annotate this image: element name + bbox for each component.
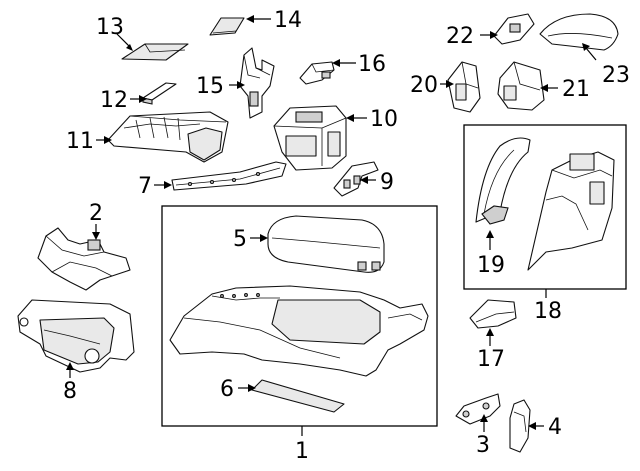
callout-23: 23 <box>602 63 630 88</box>
rear-panel-assembly-frame <box>463 124 627 290</box>
callout-10: 10 <box>370 107 398 132</box>
callout-3: 3 <box>476 433 490 458</box>
callout-22: 22 <box>446 24 474 49</box>
part-23-cover <box>539 13 619 51</box>
part-19-clip <box>481 205 509 225</box>
part-10-module <box>273 105 347 171</box>
callout-2: 2 <box>89 201 103 226</box>
callout-20: 20 <box>410 73 438 98</box>
callout-13: 13 <box>96 15 124 40</box>
callout-19: 19 <box>477 253 505 278</box>
part-5-armrest-lid <box>267 215 385 273</box>
part-17-bracket <box>469 299 517 329</box>
part-13-pad <box>121 43 189 61</box>
callout-17: 17 <box>477 347 505 372</box>
part-14-cover <box>209 17 245 36</box>
part-9-clip <box>333 161 379 197</box>
part-16-clip <box>299 61 335 85</box>
part-3-clip <box>455 393 501 425</box>
callout-15: 15 <box>196 74 224 99</box>
part-22-switch <box>493 13 535 45</box>
part-18-trim-piece <box>475 137 531 223</box>
callout-21: 21 <box>562 77 590 102</box>
callout-14: 14 <box>274 8 302 33</box>
part-11-tray <box>107 111 229 163</box>
callout-18: 18 <box>534 299 562 324</box>
callout-5: 5 <box>233 227 247 252</box>
callout-7: 7 <box>138 174 152 199</box>
leader-lines <box>66 15 597 436</box>
callout-9: 9 <box>380 170 394 195</box>
part-4-bracket <box>509 399 531 453</box>
callout-4: 4 <box>548 415 562 440</box>
part-15-bracket <box>239 47 275 119</box>
callout-11: 11 <box>66 129 94 154</box>
callout-8: 8 <box>63 379 77 404</box>
part-2-bracket <box>37 227 131 291</box>
part-6-pad <box>251 379 345 413</box>
callout-6: 6 <box>220 377 234 402</box>
part-18-rear-panel <box>527 151 615 271</box>
part-12-strip <box>142 82 177 105</box>
part-21-panel <box>497 61 545 111</box>
callout-1: 1 <box>295 439 309 464</box>
part-7-trim-strip <box>171 161 287 191</box>
part-1-console-body <box>169 285 429 377</box>
part-20-panel <box>447 61 481 113</box>
callout-16: 16 <box>358 52 386 77</box>
callout-12: 12 <box>100 88 128 113</box>
console-assembly-frame <box>161 205 438 427</box>
part-8-surround <box>17 299 135 373</box>
